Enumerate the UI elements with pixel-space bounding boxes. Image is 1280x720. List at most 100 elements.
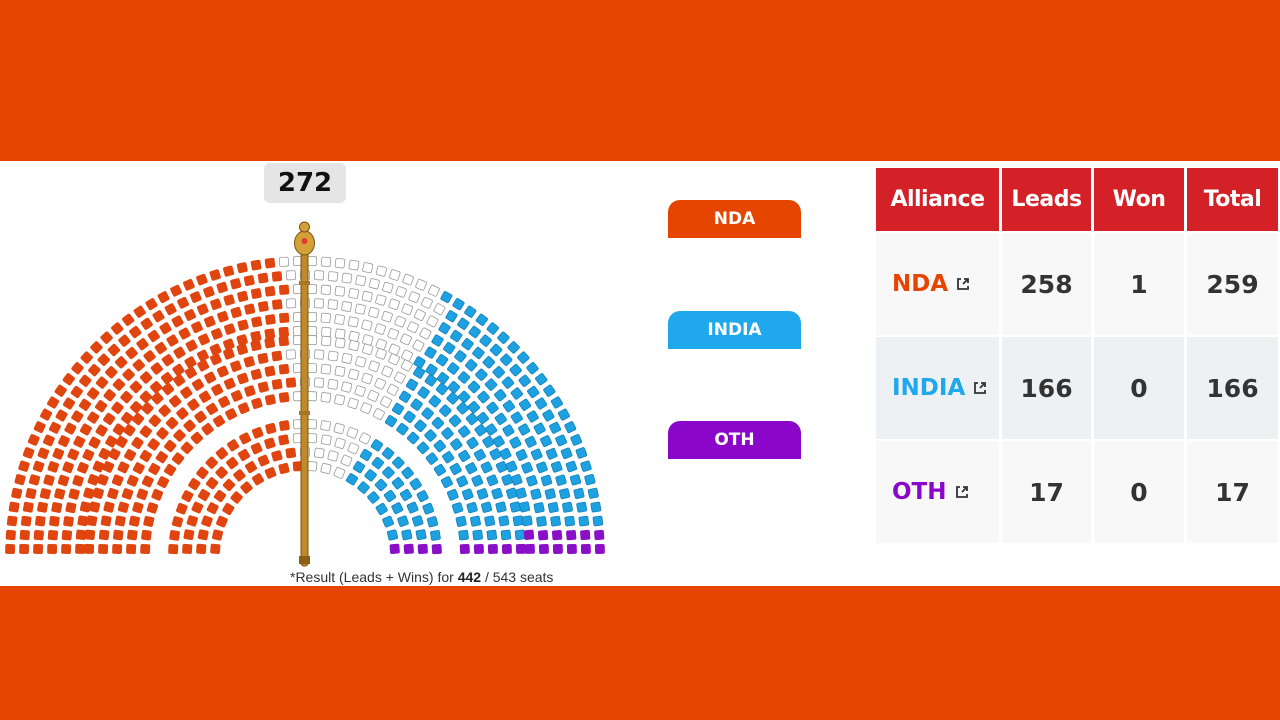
- seat: [566, 529, 577, 541]
- seat: [126, 543, 137, 555]
- seat: [430, 530, 441, 541]
- seat: [88, 436, 101, 449]
- seat: [400, 333, 412, 346]
- seat: [467, 380, 481, 394]
- seat: [456, 475, 469, 488]
- seat: [427, 284, 440, 297]
- seat: [211, 383, 224, 396]
- seat: [436, 372, 450, 385]
- seat: [95, 376, 109, 389]
- seat: [161, 382, 175, 396]
- seat: [230, 278, 242, 290]
- seat: [347, 442, 360, 455]
- seat: [348, 340, 360, 352]
- seat: [103, 412, 116, 425]
- header-total: Total: [1187, 168, 1278, 231]
- seat: [514, 529, 526, 540]
- results-panel: 272 *Result (Leads + Wins) for 442 / 543…: [0, 161, 1280, 586]
- seat: [471, 474, 484, 487]
- seat: [184, 366, 197, 379]
- seat: [141, 475, 154, 488]
- seat: [250, 288, 262, 299]
- row-india-alliance[interactable]: INDIA: [876, 337, 999, 439]
- external-link-icon[interactable]: [955, 485, 969, 499]
- header-leads: Leads: [1002, 168, 1091, 231]
- seat: [536, 461, 548, 474]
- legend-button-oth[interactable]: OTH: [668, 421, 801, 459]
- seat: [189, 291, 202, 303]
- seat: [594, 544, 605, 554]
- seat: [79, 423, 92, 436]
- seat: [334, 337, 346, 349]
- seat: [565, 460, 578, 473]
- seat: [424, 346, 437, 359]
- seat: [111, 322, 124, 335]
- seat: [240, 481, 253, 494]
- seat: [88, 363, 101, 377]
- seat: [210, 298, 222, 311]
- seat: [278, 363, 290, 375]
- seat: [458, 529, 469, 541]
- seat: [578, 515, 590, 527]
- seat: [421, 407, 434, 420]
- seat: [92, 460, 105, 473]
- seat: [210, 543, 221, 555]
- legend-button-india[interactable]: INDIA: [668, 311, 801, 349]
- seat: [278, 335, 289, 347]
- seat: [320, 392, 332, 403]
- seat: [584, 474, 596, 486]
- seat: [506, 487, 518, 499]
- seat: [159, 322, 172, 335]
- seat: [307, 433, 318, 444]
- seat: [139, 425, 152, 438]
- row-oth-alliance[interactable]: OTH: [876, 441, 999, 543]
- external-link-icon[interactable]: [973, 381, 987, 395]
- row-nda-alliance[interactable]: NDA: [876, 233, 999, 335]
- seat: [83, 487, 95, 499]
- seat: [306, 461, 318, 472]
- seat: [524, 435, 537, 448]
- seat: [131, 436, 144, 450]
- seat: [406, 431, 420, 445]
- seat: [580, 460, 592, 472]
- seat: [121, 411, 134, 425]
- seat: [185, 339, 198, 352]
- seat: [271, 350, 283, 362]
- seat: [90, 341, 103, 354]
- seat: [239, 432, 252, 445]
- seat: [171, 516, 184, 528]
- seat: [61, 530, 73, 541]
- seat: [306, 419, 317, 430]
- seat: [72, 475, 84, 487]
- seat: [223, 265, 235, 277]
- seat: [424, 374, 437, 387]
- seat: [401, 349, 414, 362]
- seat: [77, 462, 89, 474]
- seat: [334, 437, 346, 449]
- seat: [468, 325, 481, 339]
- seat: [63, 516, 74, 527]
- seat: [223, 294, 235, 306]
- seat: [470, 515, 481, 527]
- external-link-icon[interactable]: [956, 277, 970, 291]
- seat: [465, 462, 478, 475]
- seat: [518, 423, 531, 436]
- seat: [164, 439, 177, 453]
- seat: [389, 543, 400, 555]
- seat: [47, 529, 59, 541]
- seat: [372, 408, 385, 421]
- alliance-name-oth: OTH: [892, 479, 947, 505]
- seat: [419, 327, 432, 340]
- legend-button-nda[interactable]: NDA: [668, 200, 801, 238]
- seat: [381, 310, 393, 323]
- seat: [386, 383, 399, 396]
- seat: [347, 316, 359, 328]
- seat: [215, 447, 229, 460]
- seat: [381, 365, 394, 378]
- row-oth-leads: 17: [1002, 441, 1091, 543]
- seat: [230, 390, 243, 402]
- seat: [285, 349, 297, 360]
- seat: [129, 380, 143, 394]
- header-alliance: Alliance: [876, 168, 999, 231]
- seat: [534, 397, 548, 410]
